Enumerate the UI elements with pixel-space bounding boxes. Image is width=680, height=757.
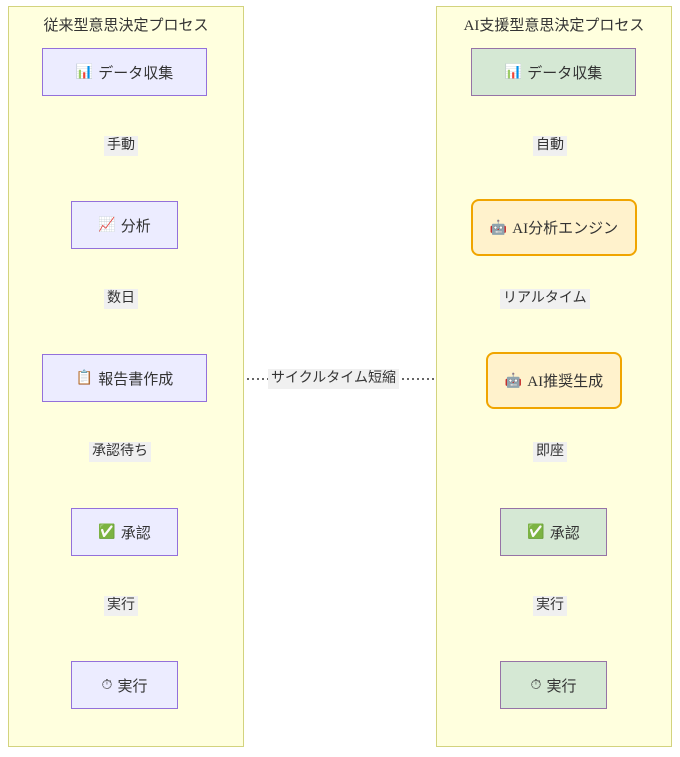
edge-label-ai-2: リアルタイム	[500, 289, 590, 309]
robot-icon: 🤖	[489, 219, 508, 236]
node-label: 承認	[549, 525, 580, 542]
subgraph-title-ai: AI支援型意思決定プロセス	[463, 18, 645, 34]
edge-label-traditional-2: 数日	[104, 289, 138, 309]
node-traditional-analysis[interactable]: 📈 分析	[71, 201, 178, 249]
edge-label-ai-3: 即座	[533, 442, 567, 462]
robot-icon: 🤖	[504, 372, 523, 389]
node-traditional-data-collection[interactable]: 📊 データ収集	[42, 48, 207, 96]
node-label: データ収集	[527, 65, 603, 82]
node-ai-approval[interactable]: ✅ 承認	[500, 508, 607, 556]
node-traditional-report-creation[interactable]: 📋 報告書作成	[42, 354, 207, 402]
node-label: AI推奨生成	[527, 374, 604, 390]
node-ai-execution[interactable]: ⏱ 実行	[500, 661, 607, 709]
node-traditional-approval[interactable]: ✅ 承認	[71, 508, 178, 556]
edge-label-traditional-4: 実行	[104, 596, 138, 616]
clipboard-icon: 📋	[75, 370, 94, 386]
stopwatch-icon: ⏱	[530, 677, 542, 693]
node-label: 実行	[117, 678, 148, 695]
edge-label-traditional-1: 手動	[104, 136, 138, 156]
node-label: 実行	[546, 678, 577, 695]
edge-label-traditional-3: 承認待ち	[89, 442, 151, 462]
check-mark-button-icon: ✅	[527, 524, 545, 540]
subgraph-title-traditional: 従来型意思決定プロセス	[43, 18, 209, 34]
node-label: 報告書作成	[98, 371, 174, 388]
bar-chart-icon: 📊	[75, 64, 94, 80]
check-mark-button-icon: ✅	[98, 524, 116, 540]
node-ai-analysis-engine[interactable]: 🤖 AI分析エンジン	[471, 199, 637, 256]
node-traditional-execution[interactable]: ⏱ 実行	[71, 661, 178, 709]
stopwatch-icon: ⏱	[101, 677, 113, 693]
node-label: AI分析エンジン	[512, 221, 619, 237]
node-label: 承認	[120, 525, 151, 542]
node-ai-data-collection[interactable]: 📊 データ収集	[471, 48, 636, 96]
node-ai-recommendation-generation[interactable]: 🤖 AI推奨生成	[486, 352, 622, 409]
chart-increasing-icon: 📈	[98, 217, 116, 233]
edge-label-ai-1: 自動	[533, 136, 567, 156]
node-label: データ収集	[98, 65, 174, 82]
edge-label-ai-4: 実行	[533, 596, 567, 616]
edge-label-cycle-time-reduction: サイクルタイム短縮	[268, 369, 400, 389]
node-label: 分析	[120, 218, 151, 235]
bar-chart-icon: 📊	[504, 64, 523, 80]
